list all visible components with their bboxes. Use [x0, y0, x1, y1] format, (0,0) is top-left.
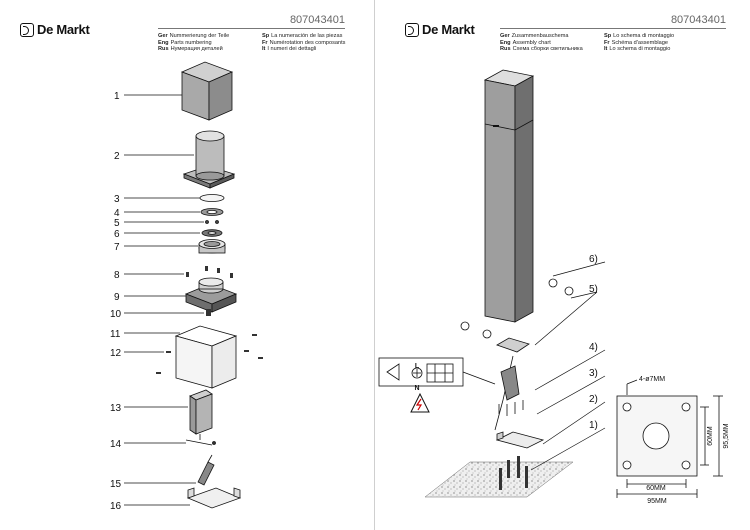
part-number: 3 [114, 194, 120, 205]
part-number: 4 [114, 208, 120, 219]
lang-code: Rus [158, 46, 169, 53]
header-text: Numérotation des composants [269, 39, 346, 46]
part-gland [206, 309, 211, 316]
logo-icon [405, 22, 419, 37]
part-number: 2 [114, 151, 120, 162]
header-text: Assembly chart [512, 39, 551, 46]
step-label: 5) [589, 284, 598, 295]
part-number: 15 [110, 479, 122, 490]
part-housing [184, 277, 238, 313]
part-number: 7 [114, 242, 120, 253]
header-text: Lo schema di montaggio [613, 33, 675, 39]
dim-outer-vertical: 95,5MM [723, 423, 730, 448]
step-label: 2) [589, 394, 598, 405]
product-code: 807043401 [289, 14, 345, 26]
lang-code: It [604, 46, 608, 53]
wire-neutral-label: N [414, 385, 419, 392]
lang-code: Sp [262, 33, 270, 39]
dim-inner-vertical: 60MM [707, 426, 714, 446]
part-number: 13 [110, 403, 122, 414]
wiring-assembly [494, 337, 530, 431]
step-label: 1) [589, 420, 598, 431]
header-text: La numeración de las piezas [271, 33, 343, 39]
part-number: 10 [110, 309, 122, 320]
lang-code: Fr [604, 39, 610, 46]
part-number: 5 [114, 218, 120, 229]
brand-name: De Markt [37, 22, 90, 37]
brand-name: De Markt [422, 22, 475, 37]
part-number: 11 [110, 329, 121, 340]
header-text: Schéma d'assemblage [611, 39, 669, 46]
dim-inner-horizontal: 60MM [646, 485, 666, 492]
logo-icon [20, 22, 34, 37]
page-divider [374, 0, 375, 530]
electric-hazard-icon [410, 392, 430, 413]
part-number-labels: 1 2 3 4 5 6 7 8 9 10 11 12 13 14 15 16 [110, 91, 122, 512]
part-screws-side [156, 334, 263, 374]
header-rule [500, 28, 726, 29]
assembly-labels: 6) 5) 4) 3) 2) 1) 4-ø7MM 60MM 95,5MM 60M… [589, 254, 730, 505]
part-cube-cap [180, 61, 234, 121]
part-rings [198, 194, 226, 254]
mounting-bracket [495, 431, 545, 449]
part-number: 16 [110, 501, 122, 512]
step-label: 6) [589, 254, 598, 265]
part-number: 12 [110, 348, 122, 359]
part-number: 1 [114, 91, 120, 102]
header-rule [158, 28, 345, 29]
part-cable [185, 439, 216, 446]
header-text: Parts numbering [170, 39, 212, 46]
part-number: 6 [114, 229, 120, 240]
part-number: 8 [114, 270, 120, 281]
header-text: Nummerierung der Teile [169, 33, 230, 39]
lang-code: Eng [158, 39, 169, 46]
step-label: 4) [589, 342, 598, 353]
lang-code: Ger [500, 33, 510, 39]
part-diffuser [182, 130, 236, 189]
lang-code: Sp [604, 33, 612, 39]
brand-logo: De Markt [20, 22, 90, 37]
assembly-diagram: L N [378, 69, 723, 498]
header-text: I numeri dei dettagli [267, 46, 317, 53]
part-screws-top [186, 266, 233, 278]
lang-code: Fr [262, 39, 268, 46]
header-text: Нумерация деталей [170, 46, 223, 53]
part-number: 9 [114, 292, 120, 303]
base-plate-drawing [616, 379, 723, 498]
header-text: Lo schema di montaggio [609, 46, 671, 53]
exploded-parts-diagram [124, 61, 263, 509]
wiring-legend [378, 357, 496, 387]
lang-code: Rus [500, 46, 511, 53]
part-driver [189, 389, 213, 440]
lang-code: Eng [500, 39, 511, 46]
part-body-box [174, 325, 238, 389]
hole-spec-label: 4-ø7MM [639, 376, 665, 383]
part-number: 14 [110, 439, 122, 450]
lang-code: Ger [158, 33, 168, 39]
lang-code: It [262, 46, 266, 53]
brand-logo: De Markt [405, 22, 475, 37]
bollard-column [483, 69, 535, 323]
base-screws [460, 278, 574, 339]
header-text: Zusammenbauschema [511, 33, 569, 39]
dim-outer-horizontal: 95MM [647, 498, 667, 505]
anchor-bolts [499, 456, 528, 490]
product-code: 807043401 [670, 14, 726, 26]
part-connector [197, 454, 215, 486]
wire-live-label: L [415, 363, 420, 370]
header-text: Схема сборки светильника [512, 46, 583, 53]
part-bracket [186, 487, 242, 509]
step-label: 3) [589, 368, 598, 379]
